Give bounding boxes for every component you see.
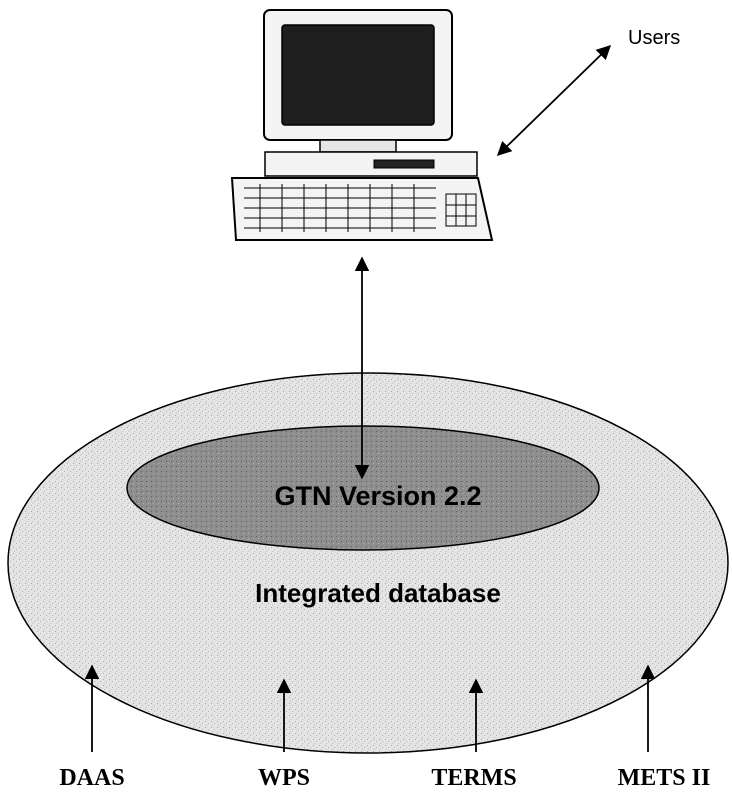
source-label-mets-ii: METS II <box>618 765 711 791</box>
source-label-wps: WPS <box>258 765 310 791</box>
gtn-core-label: GTN Version 2.2 <box>274 481 481 511</box>
source-label-terms: TERMS <box>431 765 516 791</box>
users-label: Users <box>628 27 680 49</box>
source-label-daas: DAAS <box>59 765 124 791</box>
users-arrow <box>496 44 612 157</box>
integrated-database-label: Integrated database <box>255 578 501 608</box>
computer-workstation-icon <box>230 9 494 241</box>
